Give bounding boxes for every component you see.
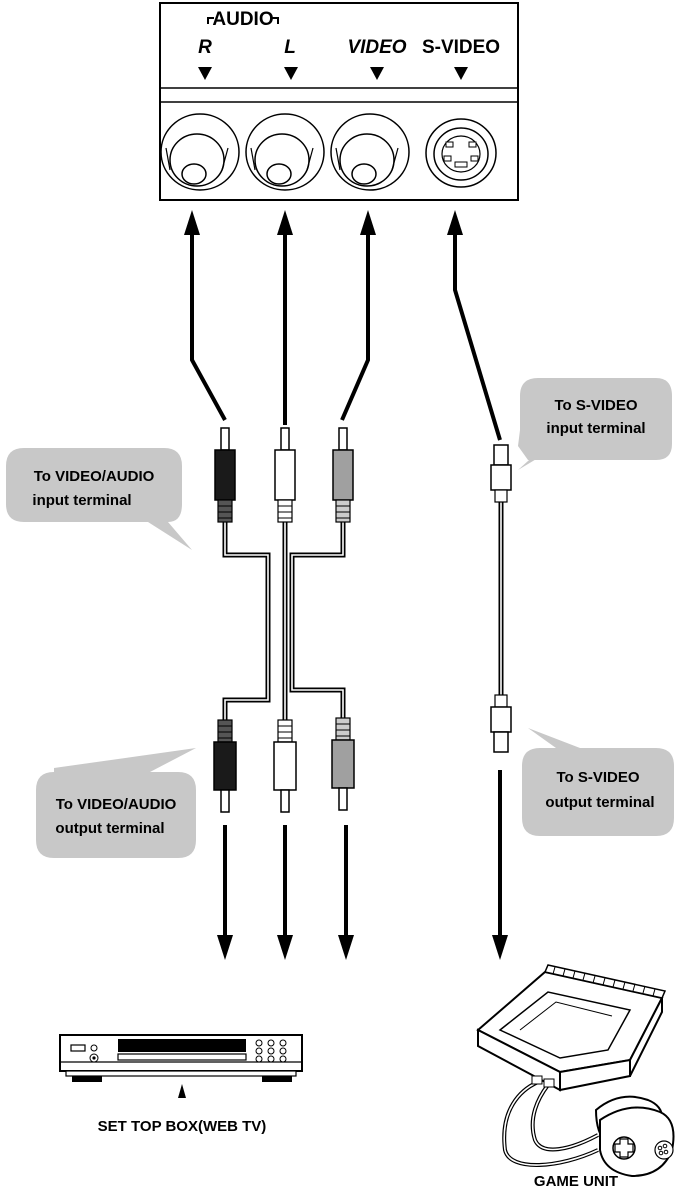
- power-button-icon: [70, 1044, 86, 1052]
- svideo-label: S-VIDEO: [422, 37, 500, 58]
- callout-svideo-output-line2: output terminal: [545, 794, 654, 811]
- callout-svideo-input: To S-VIDEO input terminal: [518, 378, 672, 470]
- callout-svideo-input-line1: To S-VIDEO: [554, 397, 637, 414]
- arrow-up-audio-l-icon: [277, 210, 293, 235]
- audio-l-jack: [245, 113, 325, 191]
- callout-video-audio-output: To VIDEO/AUDIO output terminal: [36, 748, 196, 858]
- svideo-plug-bottom: [490, 694, 512, 753]
- tv-terminal-panel: AUDIO R L VIDEO S-VIDEO: [159, 2, 519, 201]
- arrow-down-audio-r-icon: [217, 935, 233, 960]
- audio-r-marker-icon: [198, 67, 212, 80]
- svideo-marker-icon: [454, 67, 468, 80]
- game-unit-label: GAME UNIT: [534, 1173, 618, 1190]
- rca-plug-top-yellow: [332, 427, 354, 523]
- video-marker-icon: [370, 67, 384, 80]
- audio-l-label: L: [284, 37, 296, 58]
- callout-video-audio-input-line2: input terminal: [32, 492, 131, 509]
- arrow-down-audio-l-icon: [277, 935, 293, 960]
- video-label: VIDEO: [347, 37, 406, 58]
- input-arrows: [184, 210, 502, 441]
- callout-video-audio-output-line2: output terminal: [55, 820, 164, 837]
- audio-r-label: R: [198, 37, 212, 58]
- output-arrows: [217, 770, 508, 960]
- display-panel: [118, 1039, 246, 1052]
- rca-plug-bottom-yellow: [331, 717, 355, 811]
- audio-l-marker-icon: [284, 67, 298, 80]
- callout-video-audio-input: To VIDEO/AUDIO input terminal: [6, 448, 192, 550]
- svideo-cable: [490, 444, 512, 753]
- set-top-box: SET TOP BOX(WEB TV): [59, 1034, 303, 1135]
- callout-svideo-input-line2: input terminal: [546, 420, 645, 437]
- svideo-jack: [425, 118, 497, 188]
- arrow-up-svideo-icon: [447, 210, 463, 235]
- set-top-box-pointer-icon: [178, 1084, 186, 1098]
- callout-video-audio-input-line1: To VIDEO/AUDIO: [34, 468, 155, 485]
- audio-label: AUDIO: [212, 9, 273, 30]
- set-top-box-label: SET TOP BOX(WEB TV): [98, 1118, 267, 1135]
- rca-plug-top-red: [214, 427, 236, 523]
- game-unit: GAME UNIT: [476, 964, 675, 1190]
- audio-r-jack: [160, 113, 240, 191]
- arrow-up-audio-r-icon: [184, 210, 200, 235]
- callout-video-audio-output-line1: To VIDEO/AUDIO: [56, 796, 177, 813]
- callout-svideo-output-line1: To S-VIDEO: [556, 769, 639, 786]
- rca-plug-top-white: [274, 427, 296, 523]
- callout-svideo-output: To S-VIDEO output terminal: [522, 728, 674, 836]
- svideo-plug-top: [490, 444, 512, 503]
- rca-plug-bottom-white: [273, 719, 297, 813]
- rca-plug-bottom-red: [213, 719, 237, 813]
- video-jack: [330, 113, 410, 191]
- arrow-down-svideo-icon: [492, 935, 508, 960]
- arrow-up-video-icon: [360, 210, 376, 235]
- arrow-down-video-icon: [338, 935, 354, 960]
- rca-cable: [213, 427, 355, 813]
